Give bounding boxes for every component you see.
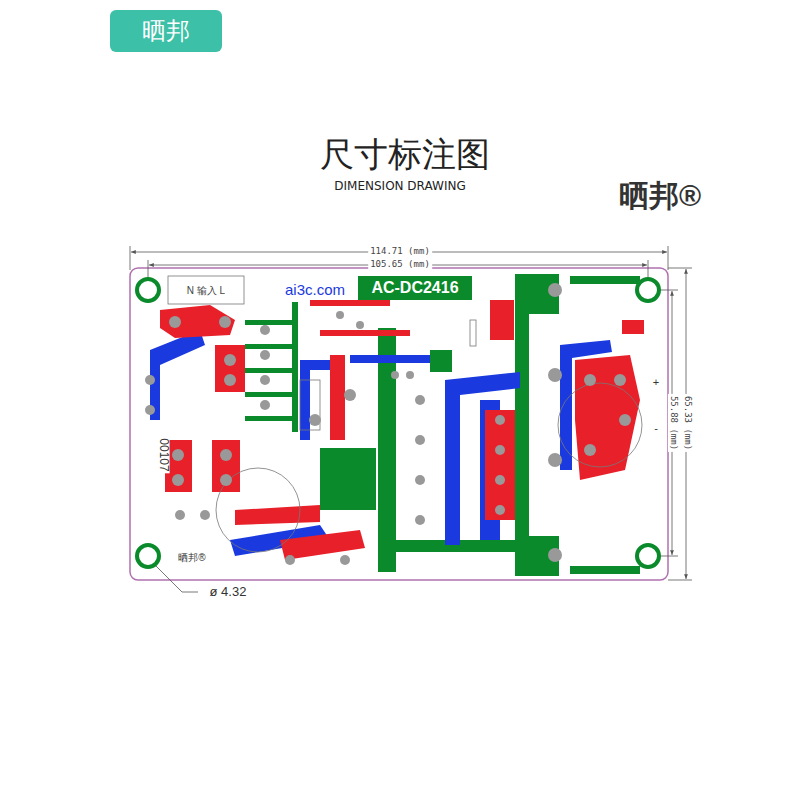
polarity-mark: + [651,376,661,388]
silkscreen [168,276,642,552]
pads [145,283,631,565]
dimension-label: 114.71 (mm) [368,247,432,257]
board-code: 00107 [156,436,169,473]
board-logo: 晒邦® [176,552,207,563]
input-marking: N 输入 L [185,285,227,296]
website-silkscreen: ai3c.com [283,282,347,299]
brand-logo: 晒邦® [617,179,703,212]
model-plate: AC-DC2416 [358,276,472,300]
subtitle: DIMENSION DRAWING [332,180,467,193]
node-text: 晒邦 [142,18,190,44]
dimension-label: 55.88 (mm) [668,394,678,452]
board-outline [130,268,668,580]
node-text: AC-DC2416 [371,279,458,297]
polarity-mark: - [652,422,660,434]
page-title: 尺寸标注图 [320,132,490,178]
dimension-lines [130,246,692,592]
copper-blue [150,330,612,556]
dimension-label: 65.33 (mm) [682,394,692,452]
brand-badge: 晒邦 [110,10,222,52]
dimension-label: 105.65 (mm) [368,260,432,270]
copper-red [160,300,644,560]
mounting-holes [137,279,659,567]
hole-diameter: ø 4.32 [208,585,249,599]
